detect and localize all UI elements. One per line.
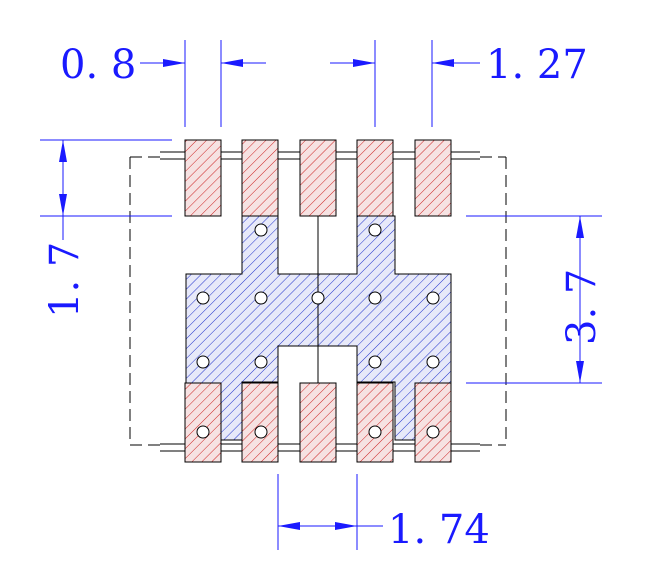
dimension-label: 1. 27 <box>486 42 588 88</box>
dimension-pad-width: 0. 8 <box>60 40 266 127</box>
via <box>426 291 440 305</box>
pad <box>414 139 452 217</box>
via <box>254 355 268 369</box>
pad <box>184 139 222 217</box>
via <box>368 291 382 305</box>
pad <box>414 382 452 463</box>
pad <box>356 382 394 463</box>
pad <box>241 139 279 217</box>
vias <box>196 223 440 439</box>
via <box>254 291 268 305</box>
dimension-label: 3. 7 <box>559 269 605 345</box>
via <box>254 223 268 237</box>
dimension-pitch: 1. 27 <box>330 40 588 127</box>
via <box>426 355 440 369</box>
dimension-pad-length: 1. 7 <box>40 139 172 318</box>
dimension-center-gap: 1. 74 <box>277 474 490 553</box>
dimension-label: 1. 7 <box>42 242 88 318</box>
pad <box>356 139 394 217</box>
dimension-label: 0. 8 <box>60 42 136 88</box>
pad <box>299 139 337 217</box>
via <box>254 425 268 439</box>
via <box>368 223 382 237</box>
via <box>311 291 325 305</box>
bottom-pads <box>184 382 452 463</box>
pad <box>299 382 337 463</box>
via <box>196 425 210 439</box>
dimension-body-span: 3. 7 <box>466 215 605 384</box>
component-outline <box>129 156 507 446</box>
via <box>426 425 440 439</box>
pad <box>241 382 279 463</box>
via <box>368 355 382 369</box>
via <box>196 291 210 305</box>
dimension-label: 1. 74 <box>388 507 490 553</box>
via <box>196 355 210 369</box>
via <box>368 425 382 439</box>
pad <box>184 382 222 463</box>
top-pads <box>184 139 452 217</box>
